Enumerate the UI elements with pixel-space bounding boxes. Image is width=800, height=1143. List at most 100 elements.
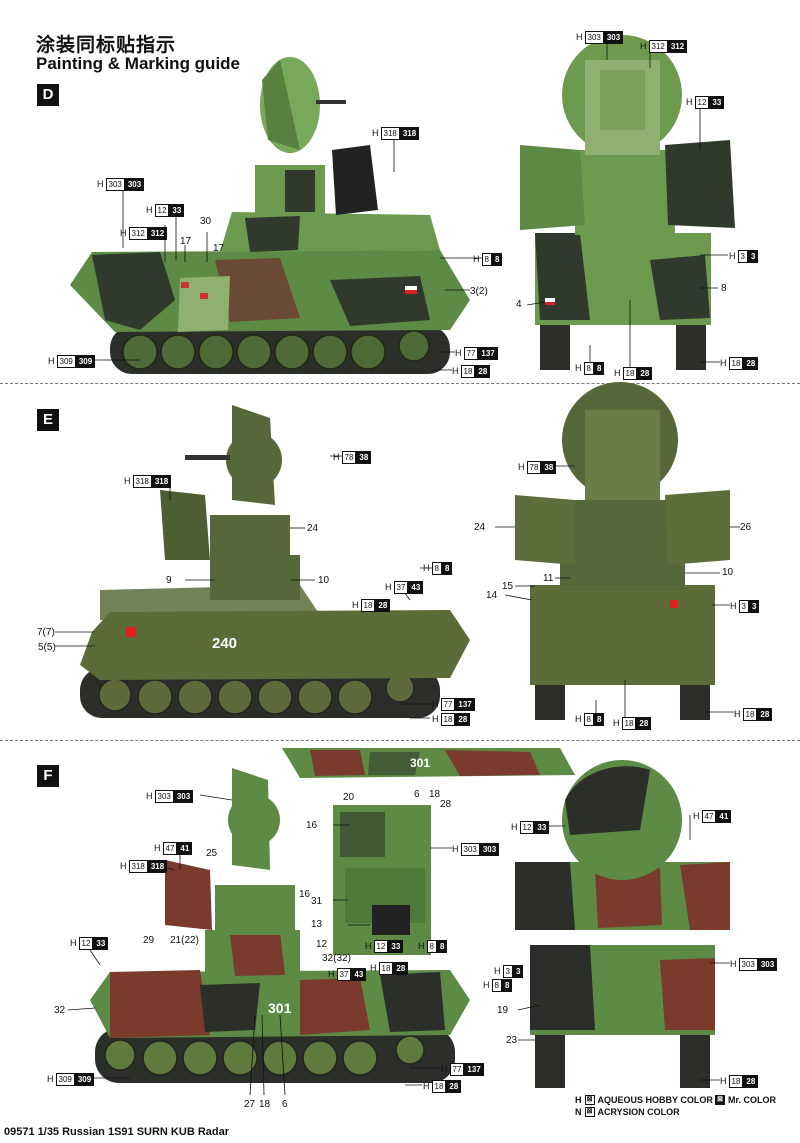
e-front-label-15: 15	[502, 581, 514, 592]
legend-mrcolor-text: Mr. COLOR	[728, 1095, 777, 1105]
e-side-label-240: 240	[212, 635, 238, 652]
d-side-vehicle	[70, 57, 470, 374]
footer-title: 09571 1/35 Russian 1S91 SURN KUB Radar	[4, 1126, 229, 1138]
f-top-label-28: 28	[440, 799, 452, 810]
f-side-label-29: 29	[143, 935, 155, 946]
divider-bottom	[0, 740, 800, 741]
section-letter-f: F	[37, 765, 59, 787]
f-top-strip	[282, 748, 575, 778]
legend-acrysion-text: ACRYSION COLOR	[597, 1107, 680, 1117]
f-side-vehicle	[90, 768, 470, 1083]
e-side-vehicle	[80, 405, 470, 718]
section-letter-e: E	[37, 409, 59, 431]
title-chinese: 涂装同标贴指示	[36, 35, 177, 56]
d-front-label-8: 8	[721, 283, 727, 294]
d-front-label-4: 4	[516, 299, 522, 310]
e-front-label-10: 10	[722, 567, 734, 578]
aqueous-box-icon: ⊠	[584, 1095, 595, 1105]
e-side-label-5: 5(5)	[38, 642, 56, 653]
f-front-vehicle	[515, 760, 730, 1088]
section-letter-d: D	[37, 84, 59, 106]
mrcolor-box-icon: ⊠	[715, 1095, 725, 1105]
f-front-label-23: 23	[506, 1035, 518, 1046]
f-top-label-20: 20	[343, 792, 355, 803]
f-side-label-6: 6	[282, 1099, 288, 1110]
e-front-label-24: 24	[474, 522, 486, 533]
legend-acrysion-n: N	[575, 1107, 582, 1117]
e-front-label-14: 14	[486, 590, 498, 601]
f-top-label-16: 16	[306, 820, 318, 831]
e-front-label-11: 11	[543, 573, 554, 584]
f-front-label-19: 19	[497, 1005, 509, 1016]
f-top-label-13: 13	[311, 919, 323, 930]
e-side-label-7: 7(7)	[37, 627, 55, 638]
f-top-label-18: 18	[429, 789, 441, 800]
legend-aqueous-h: H	[575, 1095, 582, 1105]
e-side-label-24: 24	[307, 523, 319, 534]
legend-aqueous: H⊠AQUEOUS HOBBY COLOR	[575, 1095, 713, 1105]
legend-acrysion: N⊠ACRYSION COLOR	[575, 1107, 680, 1117]
f-side-label-301: 301	[268, 1000, 292, 1016]
f-top-panel	[333, 805, 431, 955]
f-side-label-12: 12	[316, 939, 328, 950]
f-side-label-25: 25	[206, 848, 218, 859]
divider-top	[0, 383, 800, 384]
legend-aqueous-text: AQUEOUS HOBBY COLOR	[597, 1095, 713, 1105]
f-side-label-32: 32	[54, 1005, 66, 1016]
d-side-label-30: 30	[200, 216, 212, 227]
e-front-label-26: 26	[740, 522, 752, 533]
e-side-label-9: 9	[166, 575, 172, 586]
acrysion-box-icon: ⊠	[584, 1107, 595, 1117]
legend-mrcolor: ⊠Mr. COLOR	[715, 1095, 776, 1105]
d-side-label-3: 3(2)	[470, 286, 488, 297]
f-top-label-16b: 16	[299, 889, 311, 900]
f-side-label-27: 27	[244, 1099, 256, 1110]
f-side-label-18: 18	[259, 1099, 271, 1110]
e-side-label-10: 10	[318, 575, 330, 586]
d-side-label-17a: 17	[180, 236, 192, 247]
d-side-label-17b: 17	[213, 243, 225, 254]
title-english: Painting & Marking guide	[36, 54, 241, 73]
